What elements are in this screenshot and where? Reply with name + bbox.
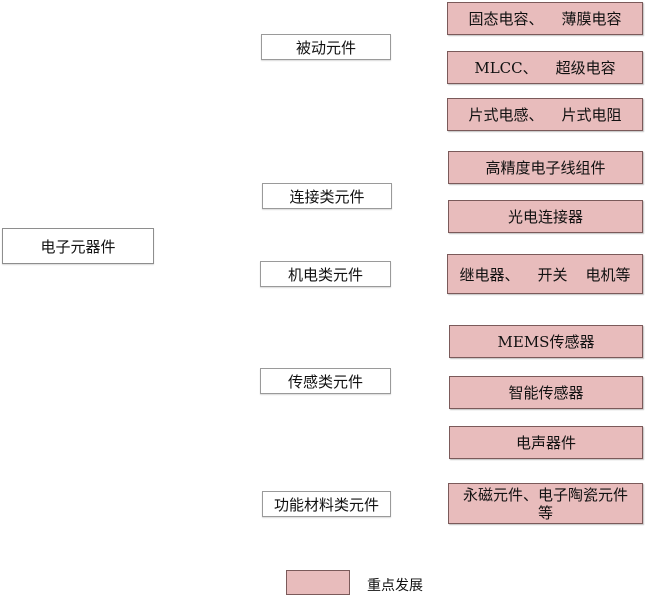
leaf-label: 薄膜电容: [561, 10, 622, 28]
leaf-relay-switch-motor: 继电器、开关电机等: [447, 254, 643, 294]
category-passive: 被动元件: [261, 34, 391, 60]
leaf-solid-film-capacitor: 固态电容、薄膜电容: [447, 2, 643, 35]
leaf-label: 电声器件: [515, 434, 576, 452]
leaf-label: 电机等: [585, 265, 631, 284]
root-node: 电子元器件: [2, 228, 154, 264]
category-electromechanical: 机电类元件: [260, 261, 391, 287]
leaf-label: 开关: [537, 265, 568, 284]
leaf-label: MLCC、: [474, 59, 538, 77]
category-label: 传感类元件: [287, 372, 363, 391]
root-node-label: 电子元器件: [40, 237, 116, 256]
category-functional-material: 功能材料类元件: [262, 491, 391, 517]
leaf-electroacoustic-device: 电声器件: [449, 426, 643, 459]
leaf-mlcc-supercapacitor: MLCC、超级电容: [447, 51, 643, 84]
leaf-magnet-ceramic: 永磁元件、电子陶瓷元件 等: [448, 483, 643, 524]
leaf-smart-sensor: 智能传感器: [449, 376, 643, 409]
leaf-label: 等: [537, 503, 553, 522]
leaf-mems-sensor: MEMS传感器: [449, 325, 643, 358]
leaf-optical-connector: 光电连接器: [448, 200, 643, 233]
leaf-label: 固态电容、: [468, 10, 544, 28]
leaf-label: 智能传感器: [508, 384, 584, 402]
category-label: 被动元件: [295, 38, 356, 57]
leaf-label: 高精度电子线组件: [485, 159, 606, 177]
leaf-label: 永磁元件、电子陶瓷元件: [462, 485, 628, 504]
leaf-precision-wire-assembly: 高精度电子线组件: [448, 151, 643, 184]
category-label: 连接类元件: [289, 187, 365, 206]
category-connector: 连接类元件: [262, 183, 392, 209]
category-label: 功能材料类元件: [273, 495, 379, 514]
leaf-label: 继电器、: [459, 265, 520, 284]
category-label: 机电类元件: [287, 265, 363, 284]
leaf-label: 超级电容: [555, 59, 616, 77]
leaf-label: 光电连接器: [507, 208, 583, 226]
category-sensor: 传感类元件: [260, 368, 391, 394]
leaf-label: MEMS传感器: [497, 333, 595, 351]
legend-label: 重点发展: [367, 578, 423, 594]
leaf-label: 片式电阻: [561, 106, 622, 124]
leaf-chip-inductor-resistor: 片式电感、片式电阻: [447, 98, 643, 131]
leaf-label: 片式电感、: [468, 106, 544, 124]
legend-swatch: [286, 570, 350, 595]
